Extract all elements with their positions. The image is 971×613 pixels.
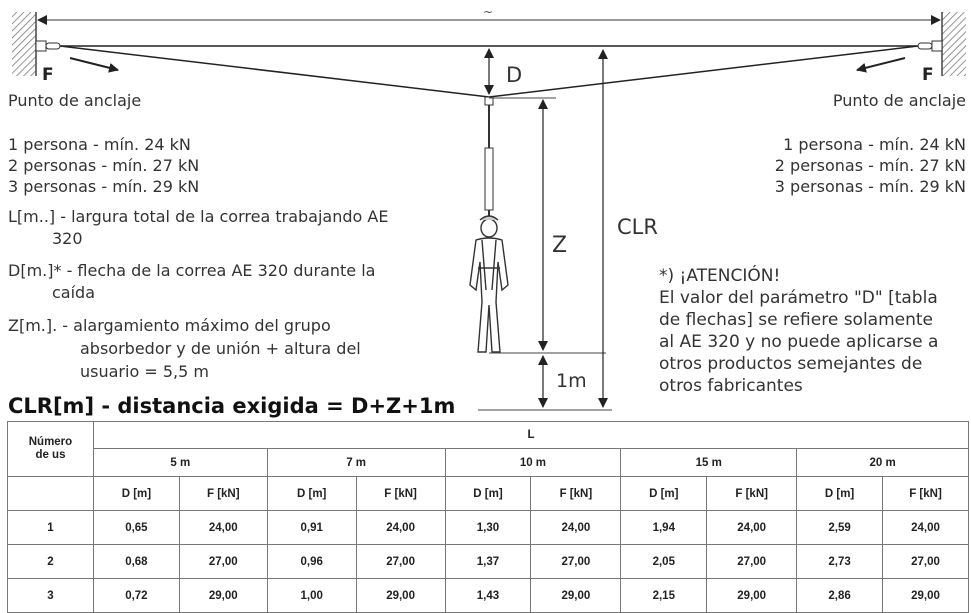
deflection-cell: 0,96 — [266, 544, 357, 579]
force-arrow-left — [69, 57, 119, 73]
force-label-right: F — [922, 65, 934, 85]
l-header-cell: L — [92, 421, 970, 449]
deflection-cell: 0,91 — [266, 510, 357, 545]
deflection-cell: 2,05 — [620, 544, 708, 579]
deflection-cell: 0,65 — [92, 510, 180, 545]
deflection-cell: 2,86 — [796, 578, 884, 613]
load-left-2: 2 personas - mín. 27 kN — [8, 156, 200, 175]
length-header-15m: 15 m — [620, 448, 798, 477]
right-anchor-connector — [931, 40, 943, 52]
load-left-1: 1 persona - mín. 24 kN — [8, 135, 191, 154]
definition-z-line2: absorbedor y de unión + altura del — [80, 339, 361, 358]
left-anchor-connector — [35, 40, 47, 52]
attention-title: *) ¡ATENCIÓN! — [659, 266, 781, 286]
load-right-2: 2 personas - mín. 27 kN — [774, 156, 966, 175]
sub-header-f: F [kN] — [355, 476, 446, 511]
definition-z-line1: Z[m.]. - alargamiento máximo del grupo — [8, 316, 331, 335]
force-cell: 29,00 — [706, 578, 798, 613]
row-header-label: Número de us — [28, 436, 73, 461]
attention-line-5: otros fabricantes — [659, 376, 803, 396]
force-cell: 24,00 — [530, 510, 622, 545]
sub-header-f: F [kN] — [178, 476, 268, 511]
force-cell: 27,00 — [882, 544, 969, 579]
deflection-cell: 0,72 — [92, 578, 180, 613]
top-label: ~ — [483, 5, 493, 19]
definition-d-line1: D[m.]* - flecha de la correa AE 320 dura… — [8, 261, 376, 280]
force-cell: 24,00 — [882, 510, 969, 545]
force-cell: 24,00 — [706, 510, 798, 545]
attention-line-1: El valor del parámetro "D" [tabla — [659, 288, 938, 308]
deflection-cell: 2,59 — [796, 510, 884, 545]
row-header-cell: Número de us — [7, 421, 94, 477]
length-header-7m: 7 m — [266, 448, 446, 477]
length-header-5m: 5 m — [92, 448, 268, 477]
anchor-label-right: Punto de anclaje — [832, 91, 966, 110]
left-anchor-ring — [45, 42, 61, 50]
deflection-cell: 1,00 — [266, 578, 357, 613]
deflection-cell: 0,68 — [92, 544, 180, 579]
strap-sag-right — [488, 45, 919, 98]
deflection-cell: 1,43 — [444, 578, 532, 613]
sub-header-f: F [kN] — [530, 476, 622, 511]
force-cell: 29,00 — [882, 578, 969, 613]
sub-header-d: D [m] — [266, 476, 357, 511]
persons-count-cell: 3 — [7, 578, 94, 613]
definition-l-line1: L[m..] - largura total de la correa trab… — [8, 207, 389, 226]
attention-line-4: otros productos semejantes de — [659, 354, 923, 374]
deflection-cell: 1,30 — [444, 510, 532, 545]
right-wall — [942, 12, 966, 76]
sub-header-f: F [kN] — [706, 476, 798, 511]
persons-count-cell: 2 — [7, 544, 94, 579]
clr-formula: CLR[m] - distancia exigida = D+Z+1m — [8, 394, 456, 418]
d-label: D — [506, 63, 522, 87]
fall-arrest-diagram: ~ D Z CLR 1m F F — [12, 5, 966, 411]
strap-sag-left — [59, 45, 490, 98]
definition-l-line2: 320 — [52, 229, 83, 248]
force-arrow-right — [856, 57, 906, 73]
persons-count-cell: 1 — [7, 510, 94, 545]
energy-absorber — [484, 147, 494, 211]
force-cell: 27,00 — [178, 544, 268, 579]
force-cell: 29,00 — [178, 578, 268, 613]
force-cell: 24,00 — [355, 510, 446, 545]
person-figure — [469, 215, 509, 353]
definition-d-line2: caída — [52, 283, 96, 302]
force-cell: 27,00 — [706, 544, 798, 579]
z-label: Z — [552, 233, 567, 258]
anchor-label-left: Punto de anclaje — [8, 91, 142, 110]
empty-header-cell — [7, 476, 94, 511]
right-anchor-ring — [917, 42, 933, 50]
sub-header-d: D [m] — [620, 476, 708, 511]
deflection-table: Número de us L 5 m 7 m 10 m 15 m 20 m D … — [7, 421, 970, 613]
length-header-20m: 20 m — [796, 448, 969, 477]
force-label-left: F — [42, 65, 54, 85]
force-cell: 29,00 — [355, 578, 446, 613]
load-right-1: 1 persona - mín. 24 kN — [783, 135, 966, 154]
sub-header-d: D [m] — [796, 476, 884, 511]
left-wall — [12, 12, 36, 76]
deflection-cell: 1,94 — [620, 510, 708, 545]
deflection-cell: 2,73 — [796, 544, 884, 579]
deflection-cell: 1,37 — [444, 544, 532, 579]
attention-line-2: de flechas] se refiere solamente — [659, 310, 934, 330]
force-cell: 27,00 — [355, 544, 446, 579]
force-cell: 24,00 — [178, 510, 268, 545]
sub-header-d: D [m] — [444, 476, 532, 511]
force-cell: 27,00 — [530, 544, 622, 579]
attention-line-3: al AE 320 y no puede aplicarse a — [659, 332, 939, 352]
load-right-3: 3 personas - mín. 29 kN — [774, 177, 966, 196]
sub-header-d: D [m] — [92, 476, 180, 511]
clr-label: CLR — [617, 215, 658, 239]
definition-z-line3: usuario = 5,5 m — [80, 362, 209, 381]
force-cell: 29,00 — [530, 578, 622, 613]
deflection-cell: 2,15 — [620, 578, 708, 613]
length-header-10m: 10 m — [444, 448, 622, 477]
one-m-label: 1m — [556, 370, 587, 392]
load-left-3: 3 personas - mín. 29 kN — [8, 177, 200, 196]
sub-header-f: F [kN] — [882, 476, 969, 511]
